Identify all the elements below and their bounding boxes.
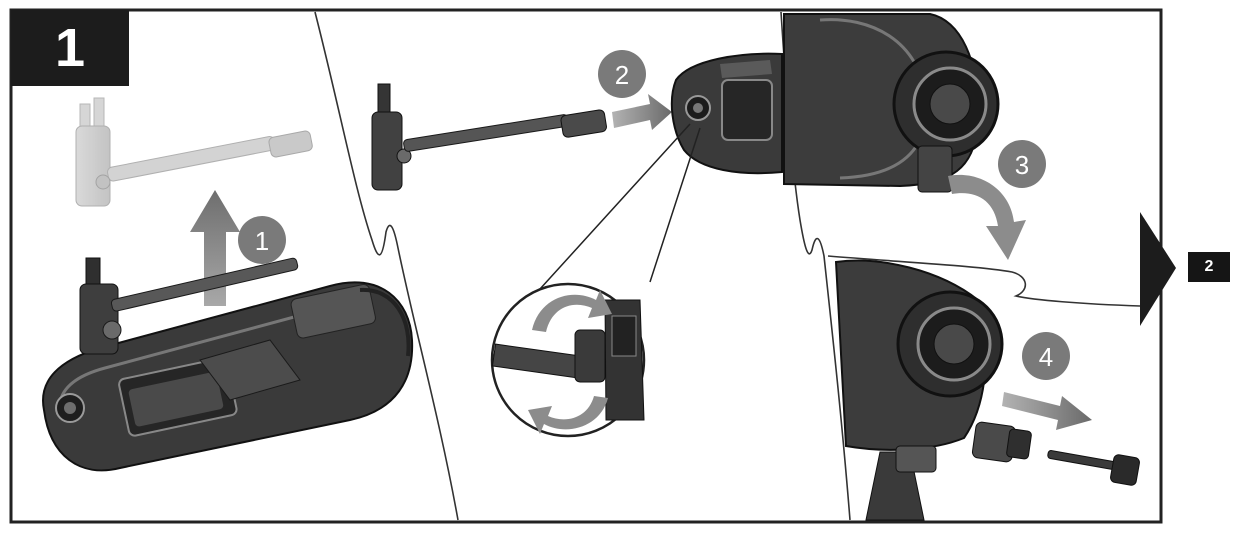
callout-1: 1	[238, 216, 286, 264]
remove-right-arrow	[1002, 392, 1092, 430]
wrench-panel-b	[371, 83, 607, 191]
callout-4: 4	[1022, 332, 1070, 380]
callout-2: 2	[598, 50, 646, 98]
next-step-arrow	[1140, 212, 1176, 326]
lift-up-arrow	[190, 190, 240, 306]
step-number-badge: 1	[11, 10, 129, 86]
wrench-installed	[79, 257, 299, 355]
ghost-wrench	[75, 97, 313, 207]
removed-nut	[971, 421, 1032, 463]
callout-2-label: 2	[615, 60, 629, 90]
next-step-badge: 2	[1188, 252, 1230, 282]
tool-body-left	[42, 281, 414, 472]
callout-1-label: 1	[255, 226, 269, 256]
divider-line-horizontal	[827, 255, 1141, 307]
callout-3-label: 3	[1015, 150, 1029, 180]
zoom-line-left	[529, 123, 691, 301]
insert-right-arrow	[612, 94, 672, 130]
callout-3: 3	[998, 140, 1046, 188]
tool-head-panel-b	[670, 52, 783, 175]
tool-head-panel-d	[834, 259, 1004, 521]
rotate-arrow-bottom	[528, 396, 608, 434]
zoom-line-right	[649, 127, 701, 283]
callout-4-label: 4	[1039, 342, 1053, 372]
divider-line-left	[314, 11, 459, 521]
tool-head-panel-c	[783, 13, 1000, 193]
rotate-arrow-top	[532, 290, 612, 332]
release-curved-arrow	[948, 174, 1026, 260]
removed-bolt	[1047, 450, 1140, 486]
detail-zoom-circle	[490, 282, 646, 438]
